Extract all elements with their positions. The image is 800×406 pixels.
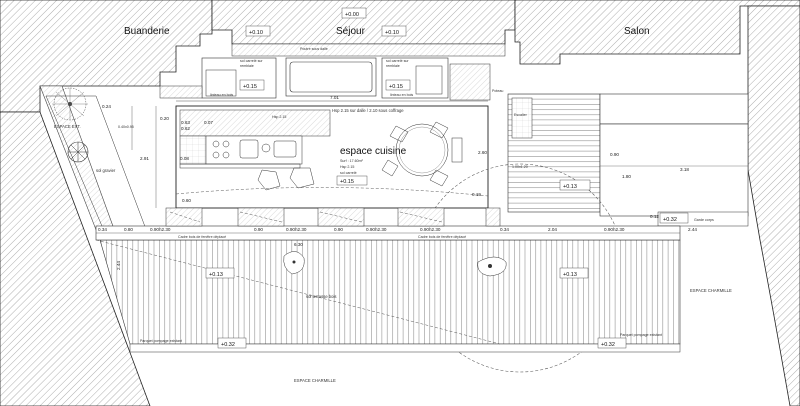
level-top: +0.00 xyxy=(345,12,359,18)
dim-020: 0.20 xyxy=(160,116,169,121)
dim-007: 0.07 xyxy=(204,120,213,125)
dim-230-d: 0.90h2.30 xyxy=(420,227,441,232)
ann-right-top: sol carrelé sur xyxy=(386,59,409,63)
ann-long-1: Cadre bois de fenêtre déplacé xyxy=(178,235,226,239)
level-terrace-right: +0.13 xyxy=(563,272,577,278)
ann-long-2: Cadre bois de fenêtre déplacé xyxy=(418,235,466,239)
room-label-buanderie: Buanderie xyxy=(124,26,170,37)
level-sejour-right: +0.10 xyxy=(385,30,399,36)
ann-right-top-2: remblaie xyxy=(386,64,400,68)
ann-left-top-2: remblaie xyxy=(240,64,254,68)
hsp-top-note: Hsp 2.15 sur dalle / 2.10 sous coffrage xyxy=(332,108,404,113)
dim-630: 6.30 xyxy=(294,242,303,247)
poteau-label: Poteau xyxy=(492,89,503,93)
kitchen-area xyxy=(175,105,489,209)
shrub-icon xyxy=(67,141,89,163)
level-step-right: +0.32 xyxy=(663,217,677,223)
garde-corps-label: Garde corps xyxy=(694,218,714,222)
dim-034-b: 0.34 xyxy=(500,227,509,232)
dim-230-c: 0.90h2.30 xyxy=(366,227,387,232)
lintel-right: linteau en bois xyxy=(390,93,413,97)
dim-090-b: 0.90 xyxy=(334,227,343,232)
espace-ext-label: ESPACE EXT. xyxy=(54,124,81,129)
right-deck: 3.18 0.90 1.80 1.00x1.20 Escalier Poteau… xyxy=(415,89,749,373)
parquet-right-label: Parquet pompage existant xyxy=(620,333,662,337)
ann-left-top: sol carrelé sur xyxy=(240,59,263,63)
dim-060: 0.60 xyxy=(182,198,191,203)
bottom-labels: ESPACE CHARMILLE ESPACE CHARMILLE xyxy=(294,288,732,383)
dim-180: 1.80 xyxy=(622,174,631,179)
dim-090-a: 0.90 xyxy=(254,227,263,232)
dim-090-right: 0.90 xyxy=(610,152,619,157)
facade-dimensions: 0.34 0.80 0.90h2.30 0.90 0.90h2.30 0.90 … xyxy=(96,227,697,239)
dim-008: 0.08 xyxy=(180,156,189,161)
level-deck-right: +0.13 xyxy=(563,184,577,190)
sol-gravier-label: sol gravier xyxy=(96,168,116,173)
dim-204: 2.04 xyxy=(548,227,557,232)
dim-260: 2.60 xyxy=(478,150,487,155)
lintel-left: linteau en bois xyxy=(210,93,233,97)
kitchen-surface: Surf : 17.60m² xyxy=(340,159,364,163)
dim-019: 0.19 xyxy=(472,192,481,197)
kitchen-labels: espace cuisine Surf : 17.60m² Hsp 2.15 s… xyxy=(272,115,407,186)
dim-034-a: 0.34 xyxy=(98,227,107,232)
top-recesses xyxy=(159,43,506,101)
dim-230-b: 0.90h2.30 xyxy=(286,227,307,232)
right-vert-dim: 1.00x1.20 xyxy=(512,165,528,169)
room-label-salon: Salon xyxy=(624,26,650,37)
room-label-sejour: Séjour xyxy=(336,26,366,37)
level-bottom-left: +0.32 xyxy=(221,342,235,348)
terrasse-label: sol terrasse bois xyxy=(306,294,337,299)
kitchen-level: +0.15 xyxy=(340,179,354,185)
escalier-label: Escalier xyxy=(514,113,528,117)
left-vert-dim: 0.40x0.95 xyxy=(118,125,134,129)
dim-230-e: 0.90h2.30 xyxy=(604,227,625,232)
plant-icon-2 xyxy=(477,256,507,277)
dim-230-a: 0.90h2.30 xyxy=(150,227,171,232)
dim-top-width: 7.01 xyxy=(330,95,339,100)
dim-244-left: 2.44 xyxy=(116,261,121,270)
level-terrace-left: +0.13 xyxy=(209,272,223,278)
espace-charmille-right: ESPACE CHARMILLE xyxy=(690,288,732,293)
tree-icon xyxy=(52,87,88,121)
dim-244: 2.44 xyxy=(688,227,697,232)
terrace: +0.13 +0.13 sol terrasse bois +0.32 +0.3… xyxy=(95,207,681,353)
dim-012: 0.12 xyxy=(650,214,659,219)
level-badge xyxy=(336,175,368,186)
kitchen-hsp-note: Hsp 2.15 xyxy=(272,115,286,119)
dim-024: 0.24 xyxy=(102,104,111,109)
dim-318: 3.18 xyxy=(680,167,689,172)
top-labels: Buanderie Séjour Salon +0.00 +0.10 +0.10… xyxy=(124,7,650,97)
parquet-bottom-label: Parquet pompage existant xyxy=(140,339,182,343)
dim-080: 0.80 xyxy=(124,227,133,232)
level-bottom-right: +0.32 xyxy=(601,342,615,348)
dim-291: 2.91 xyxy=(140,156,149,161)
poutre-top: Poutre sous dalle xyxy=(300,47,328,51)
level-left-box: +0.15 xyxy=(243,84,257,90)
kitchen-floor: sol carrelé xyxy=(340,171,357,175)
dim-063: 0.63 xyxy=(181,120,190,125)
dim-062: 0.62 xyxy=(181,126,190,131)
kitchen-hsp: Hsp 2.15 xyxy=(340,165,354,169)
level-right-box: +0.15 xyxy=(389,84,403,90)
room-label-cuisine: espace cuisine xyxy=(340,146,407,157)
espace-charmille-bottom: ESPACE CHARMILLE xyxy=(294,378,336,383)
level-sejour-left: +0.10 xyxy=(249,30,263,36)
plant-icon xyxy=(283,251,305,275)
kitchen-dimensions: 7.01 0.20 0.63 0.62 0.07 2.91 0.08 0.60 … xyxy=(140,95,488,203)
